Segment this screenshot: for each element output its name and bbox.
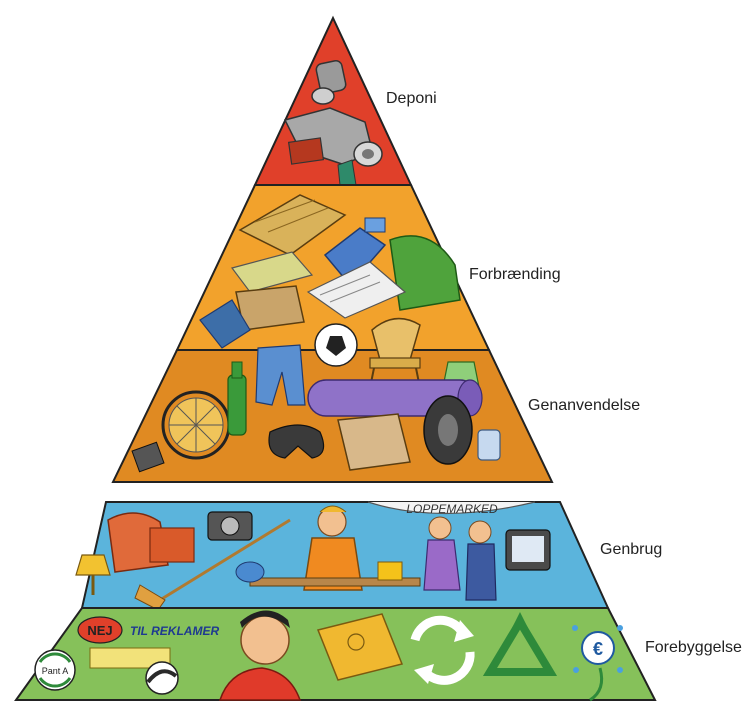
- label-forebyggelse: Forebyggelse: [645, 639, 742, 656]
- svg-text:€: €: [593, 639, 603, 659]
- nej-til-reklamer-sticker: NEJ TIL REKLAMER: [77, 616, 219, 644]
- tier-forbraending: [175, 184, 491, 351]
- tier-genanvendelse: [111, 317, 554, 483]
- label-genbrug: Genbrug: [600, 541, 663, 558]
- tier-deponi: [253, 15, 413, 186]
- tier-genbrug: LOPPEMARKED: [75, 501, 610, 611]
- til-reklamer-text: TIL REKLAMER: [130, 624, 219, 638]
- loppemarked-sign-text: LOPPEMARKED: [406, 502, 498, 516]
- recycle-arrows-icon: [410, 615, 475, 685]
- label-forbraending: Forbrænding: [469, 266, 561, 283]
- label-genanvendelse: Genanvendelse: [528, 397, 641, 414]
- label-deponi: Deponi: [386, 90, 437, 107]
- recycle-triangle-icon: [482, 612, 558, 676]
- pant-a-text: Pant A: [42, 666, 69, 676]
- nej-text: NEJ: [87, 623, 112, 638]
- tier-forebyggelse: NEJ TIL REKLAMER Pant A: [14, 607, 657, 702]
- flower-label-icon: €: [572, 625, 623, 702]
- energy-label-icon: [145, 661, 179, 695]
- pant-icon: Pant A: [34, 649, 76, 691]
